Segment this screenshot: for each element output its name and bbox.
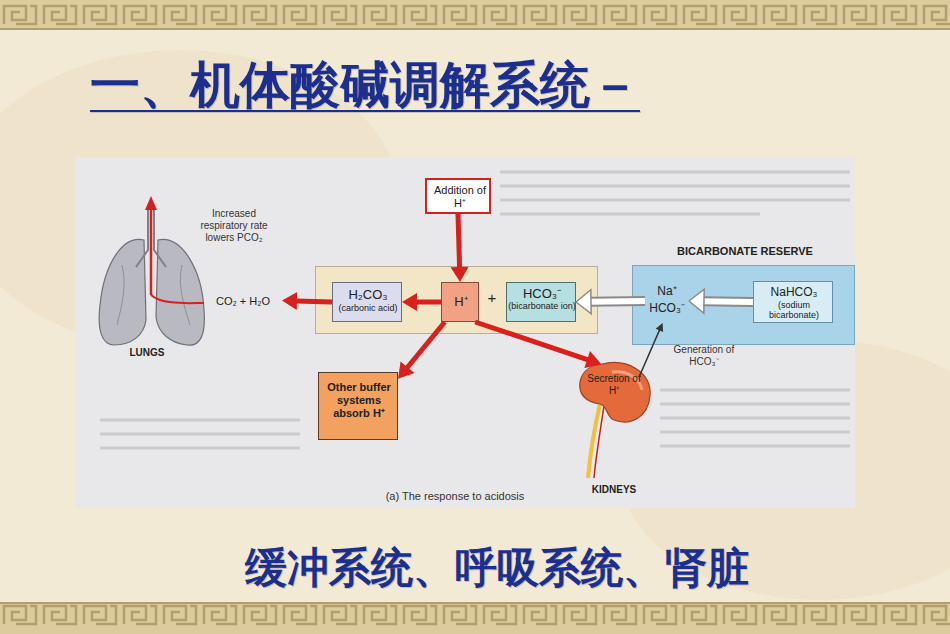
lungs-organ: CO₂ + H₂O LUNGS <box>92 195 282 360</box>
print-line <box>500 171 850 174</box>
arrow-connector <box>398 322 445 379</box>
arrow-head <box>689 289 704 313</box>
print-line <box>100 419 300 422</box>
annotation: Increased respiratory rate lowers PCO₂ <box>198 208 270 244</box>
connector-line <box>296 301 332 302</box>
arrow-head <box>656 323 663 332</box>
organ-outline <box>156 240 204 346</box>
kidney-organ: Secretion of H⁺ KIDNEYS <box>572 360 656 500</box>
connector-line <box>458 214 460 268</box>
salt-box: NaHCO₃(sodium bicarbonate) <box>753 281 833 323</box>
arrow-head <box>282 292 297 310</box>
print-line <box>500 199 850 202</box>
node-sublabel: (bicarbonate ion) <box>507 301 577 311</box>
node-label: H⁺ <box>442 294 480 310</box>
arrow-connector <box>282 292 332 310</box>
ion-pair: Na⁺ HCO₃⁻ <box>645 279 689 323</box>
figure-caption: (a) The response to acidosis <box>340 490 570 503</box>
connector-line-inner <box>703 298 753 305</box>
connector-line-inner <box>590 298 645 305</box>
organ-outline <box>580 363 650 422</box>
print-line <box>660 445 850 448</box>
node-label: Addition of H⁺ <box>427 184 493 210</box>
arrow-connector <box>689 289 753 313</box>
node-label: NaHCO₃ <box>754 285 834 299</box>
lungs-organ-outline <box>92 195 282 360</box>
node-label: CO₂ + H₂O <box>204 295 282 308</box>
print-line <box>660 389 850 392</box>
acid-box: H₂CO₃(carbonic acid) <box>332 282 402 322</box>
arrow-head <box>402 293 417 311</box>
arrow-head <box>451 267 469 282</box>
figure-photo <box>75 157 855 508</box>
arrow-head <box>398 362 414 379</box>
arrow-connector <box>451 214 469 282</box>
organ-outline <box>151 295 204 303</box>
hydrogen-box: H⁺ <box>441 282 479 322</box>
connector-line <box>703 296 753 307</box>
edge-label: Generation of HCO₃⁻ <box>663 344 745 368</box>
reserve-band: BICARBONATE RESERVENa⁺ HCO₃⁻NaHCO₃(sodiu… <box>632 265 855 345</box>
slide-title: 一、机体酸碱调解系统－ <box>90 52 640 119</box>
slide-caption: 缓冲系统、呼吸系统、肾脏 <box>245 540 749 596</box>
node-label: BICARBONATE RESERVE <box>645 244 845 258</box>
buffer-band: + H₂CO₃(carbonic acid) H⁺ HCO₃⁻(bicarbonate… <box>315 266 598 334</box>
print-line <box>660 417 850 420</box>
connector-line <box>590 296 645 307</box>
border-band <box>0 604 950 634</box>
connector-line <box>639 329 660 376</box>
connector-line <box>416 300 441 305</box>
arrow-connector <box>639 323 663 377</box>
border-line <box>0 602 950 604</box>
bicarbonate-box: HCO₃⁻(bicarbonate ion) <box>506 282 576 322</box>
node-sublabel: (carbonic acid) <box>333 303 403 313</box>
arrow-connector <box>576 290 645 314</box>
print-line <box>660 431 850 434</box>
buffer-box: Other buffer systems absorb H⁺ <box>318 372 398 440</box>
connector-line <box>407 322 445 368</box>
organ-outline <box>117 265 190 325</box>
organ-outline <box>594 406 604 478</box>
node-label: HCO₃⁻ <box>507 286 577 301</box>
print-line <box>100 433 300 436</box>
node-label: Na⁺ HCO₃⁻ <box>641 283 693 317</box>
node-label: Secretion of H⁺ <box>586 373 642 397</box>
print-line <box>100 447 300 450</box>
node-sublabel: LUNGS <box>107 347 187 359</box>
print-line <box>660 403 850 406</box>
node-sublabel: KIDNEYS <box>572 484 656 496</box>
print-line <box>500 213 760 216</box>
node-sublabel: (sodium bicarbonate) <box>758 300 830 320</box>
arrow-connector <box>402 293 441 311</box>
arrow-connector <box>475 322 601 368</box>
connector-line <box>475 322 588 360</box>
node-label: H₂CO₃ <box>333 287 403 302</box>
organ-outline <box>99 239 146 345</box>
input-box: Addition of H⁺ <box>425 178 491 214</box>
organ-outline <box>145 196 157 210</box>
arrow-head <box>576 290 591 314</box>
border-band <box>0 0 950 28</box>
organ-outline <box>150 209 153 295</box>
node-label: Other buffer systems absorb H⁺ <box>327 381 391 420</box>
border-line <box>0 28 950 30</box>
node-label: + <box>482 289 502 307</box>
arrow-head <box>584 351 601 368</box>
print-line <box>500 185 850 188</box>
